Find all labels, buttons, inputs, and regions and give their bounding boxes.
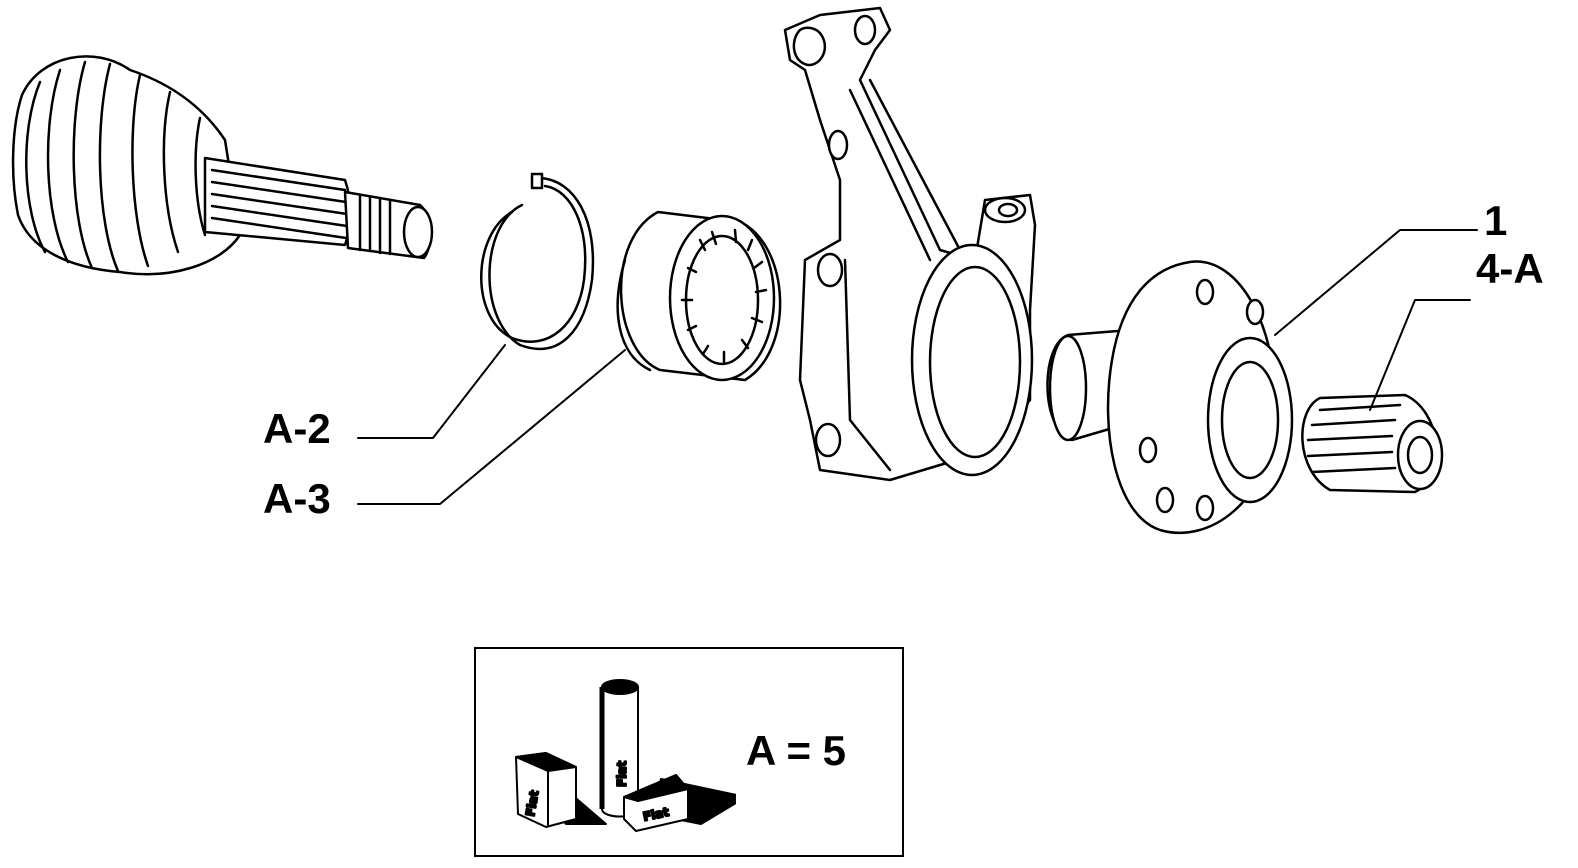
steering-knuckle xyxy=(783,6,1037,482)
wheel-hub xyxy=(1046,260,1294,535)
kit-box-brand-left: Fiat xyxy=(523,789,541,817)
cv-joint xyxy=(11,55,434,276)
circlip xyxy=(480,172,595,351)
callout-part-1: 1 xyxy=(1484,197,1508,244)
leader-line-a2 xyxy=(357,344,506,439)
kit-box-brand-front: Fiat xyxy=(642,805,671,824)
callout-part-a3: A-3 xyxy=(263,475,331,522)
wheel-bearing xyxy=(616,210,782,382)
kit-cylinder-brand: Fiat xyxy=(615,761,629,787)
leader-line-1 xyxy=(1274,229,1478,336)
callout-part-a2: A-2 xyxy=(263,405,331,452)
kit-packages-icon: Fiat Fiat Fiat xyxy=(515,679,736,832)
hub-nut xyxy=(1301,393,1444,494)
kit-quantity-label: A = 5 xyxy=(746,727,846,774)
leader-line-4a xyxy=(1369,299,1471,411)
kit-legend-box: Fiat Fiat Fiat A = 5 xyxy=(474,647,904,857)
callout-part-4a: 4-A xyxy=(1476,245,1544,292)
leader-lines xyxy=(357,229,1478,505)
leader-line-a3 xyxy=(357,349,626,505)
